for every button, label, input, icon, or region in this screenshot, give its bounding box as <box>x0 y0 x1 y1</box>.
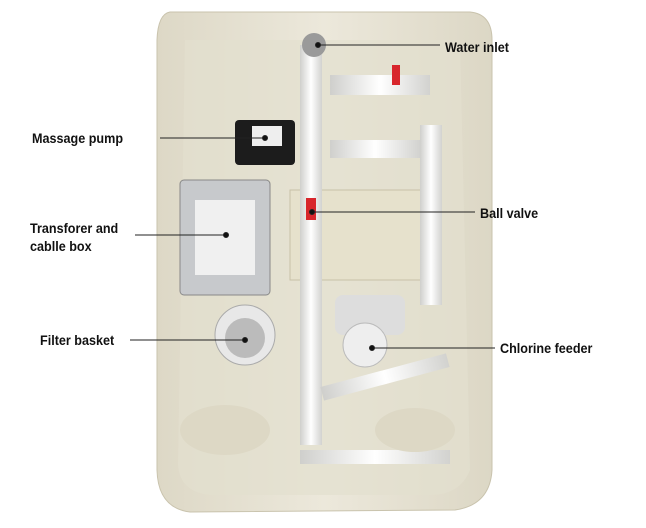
label-water-inlet: Water inlet <box>445 39 509 55</box>
label-chlorine-feeder: Chlorine feeder <box>500 340 593 356</box>
label-transformer-line1: Transforer and <box>30 220 119 236</box>
leader-lines <box>130 42 495 351</box>
top-valve-handle <box>392 65 400 85</box>
water-inlet-cap <box>302 33 326 57</box>
label-transformer-line2: cablle box <box>30 238 92 254</box>
label-ball-valve: Ball valve <box>480 205 539 221</box>
label-massage-pump: Massage pump <box>32 130 124 146</box>
vertical-pipe <box>300 45 322 445</box>
label-filter-basket: Filter basket <box>40 332 115 348</box>
ball-valve-handle <box>306 198 316 220</box>
chlorine-feeder <box>342 322 388 368</box>
